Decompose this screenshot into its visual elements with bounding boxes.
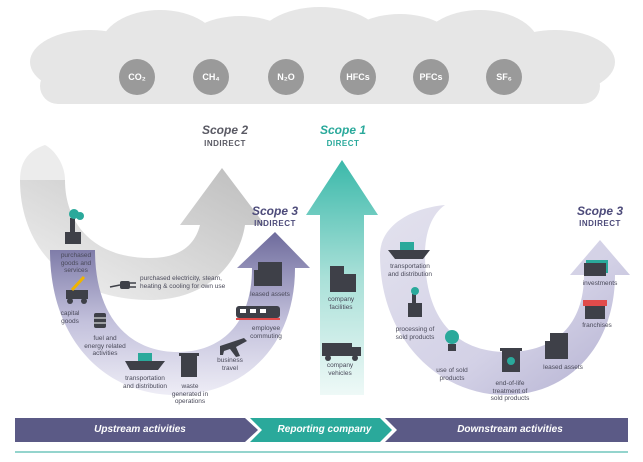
- scope3-upstream-subtitle: INDIRECT: [254, 219, 296, 228]
- company-truck-icon: [322, 343, 361, 361]
- gas-pfcs-badge: PFCs: [413, 59, 449, 95]
- label-upstream-leased-assets: leased assets: [250, 291, 290, 298]
- gas-co2-badge: CO₂: [119, 59, 155, 95]
- factory-icon: [65, 209, 84, 244]
- label-downstream-leased-assets: leased assets: [543, 364, 583, 371]
- building-icon-downstream: [545, 333, 568, 359]
- label-purchased-electricity: purchased electricity, steam, heating & …: [140, 275, 226, 290]
- scope3-upstream-arrow: [50, 232, 310, 395]
- ship-icon-downstream: [388, 242, 430, 259]
- fuel-barrel-icon: [94, 313, 106, 328]
- gas-sf6-badge: SF₆: [486, 59, 522, 95]
- label-fuel-energy: fuel and energy related activities: [84, 335, 126, 357]
- scope2-arrow-tail: [20, 145, 65, 180]
- label-investments: investments: [582, 280, 618, 287]
- banknote-icon: [584, 260, 608, 276]
- label-business-travel: business travel: [217, 357, 243, 372]
- label-capital-goods: capital goods: [60, 310, 80, 325]
- label-end-of-life: end-of-life treatment of sold products: [490, 380, 530, 402]
- gas-ch4-badge: CH₄: [193, 59, 229, 95]
- scope2-title: Scope 2: [201, 123, 249, 137]
- scope3-downstream-title: Scope 3: [576, 204, 624, 218]
- scope3-downstream-subtitle: INDIRECT: [579, 219, 621, 228]
- label-purchased-goods: purchased goods and services: [60, 252, 92, 274]
- gas-n2o-badge: N₂O: [268, 59, 304, 95]
- label-company-facilities: company facilities: [327, 296, 355, 311]
- bottom-band: [15, 418, 628, 453]
- waste-bin-icon: [179, 353, 199, 377]
- label-use-of-products: use of sold products: [436, 367, 468, 382]
- lightbulb-icon: [445, 330, 459, 351]
- crane-truck-icon: [66, 275, 88, 304]
- cloud-band: [30, 7, 615, 104]
- label-employee-commuting: employee commuting: [250, 325, 282, 340]
- scope1-subtitle: DIRECT: [326, 139, 360, 148]
- band-upstream-label: Upstream activities: [94, 424, 186, 435]
- scope2-subtitle: INDIRECT: [204, 139, 246, 148]
- label-company-vehicles: company vehicles: [326, 362, 354, 377]
- label-processing: processing of sold products: [395, 326, 435, 341]
- label-waste: waste generated in operations: [171, 383, 209, 405]
- band-downstream-label: Downstream activities: [457, 424, 563, 435]
- ship-icon-upstream: [125, 353, 165, 370]
- airplane-icon: [220, 338, 247, 357]
- label-franchises: franchises: [582, 322, 612, 329]
- franchise-store-icon: [583, 300, 607, 319]
- processing-factory-icon: [408, 287, 422, 317]
- scope1-title: Scope 1: [319, 123, 367, 137]
- train-icon: [236, 306, 280, 320]
- band-reporting-label: Reporting company: [277, 424, 372, 435]
- building-icon-upstream: [254, 262, 282, 286]
- label-upstream-transport: transportation and distribution: [122, 375, 168, 390]
- company-building-icon: [330, 266, 356, 292]
- label-downstream-transport: transportation and distribution: [387, 263, 433, 278]
- scope3-upstream-title: Scope 3: [251, 204, 299, 218]
- gas-hfcs-badge: HFCs: [340, 59, 376, 95]
- recycle-bin-icon: [500, 348, 522, 372]
- plug-icon: [109, 281, 136, 289]
